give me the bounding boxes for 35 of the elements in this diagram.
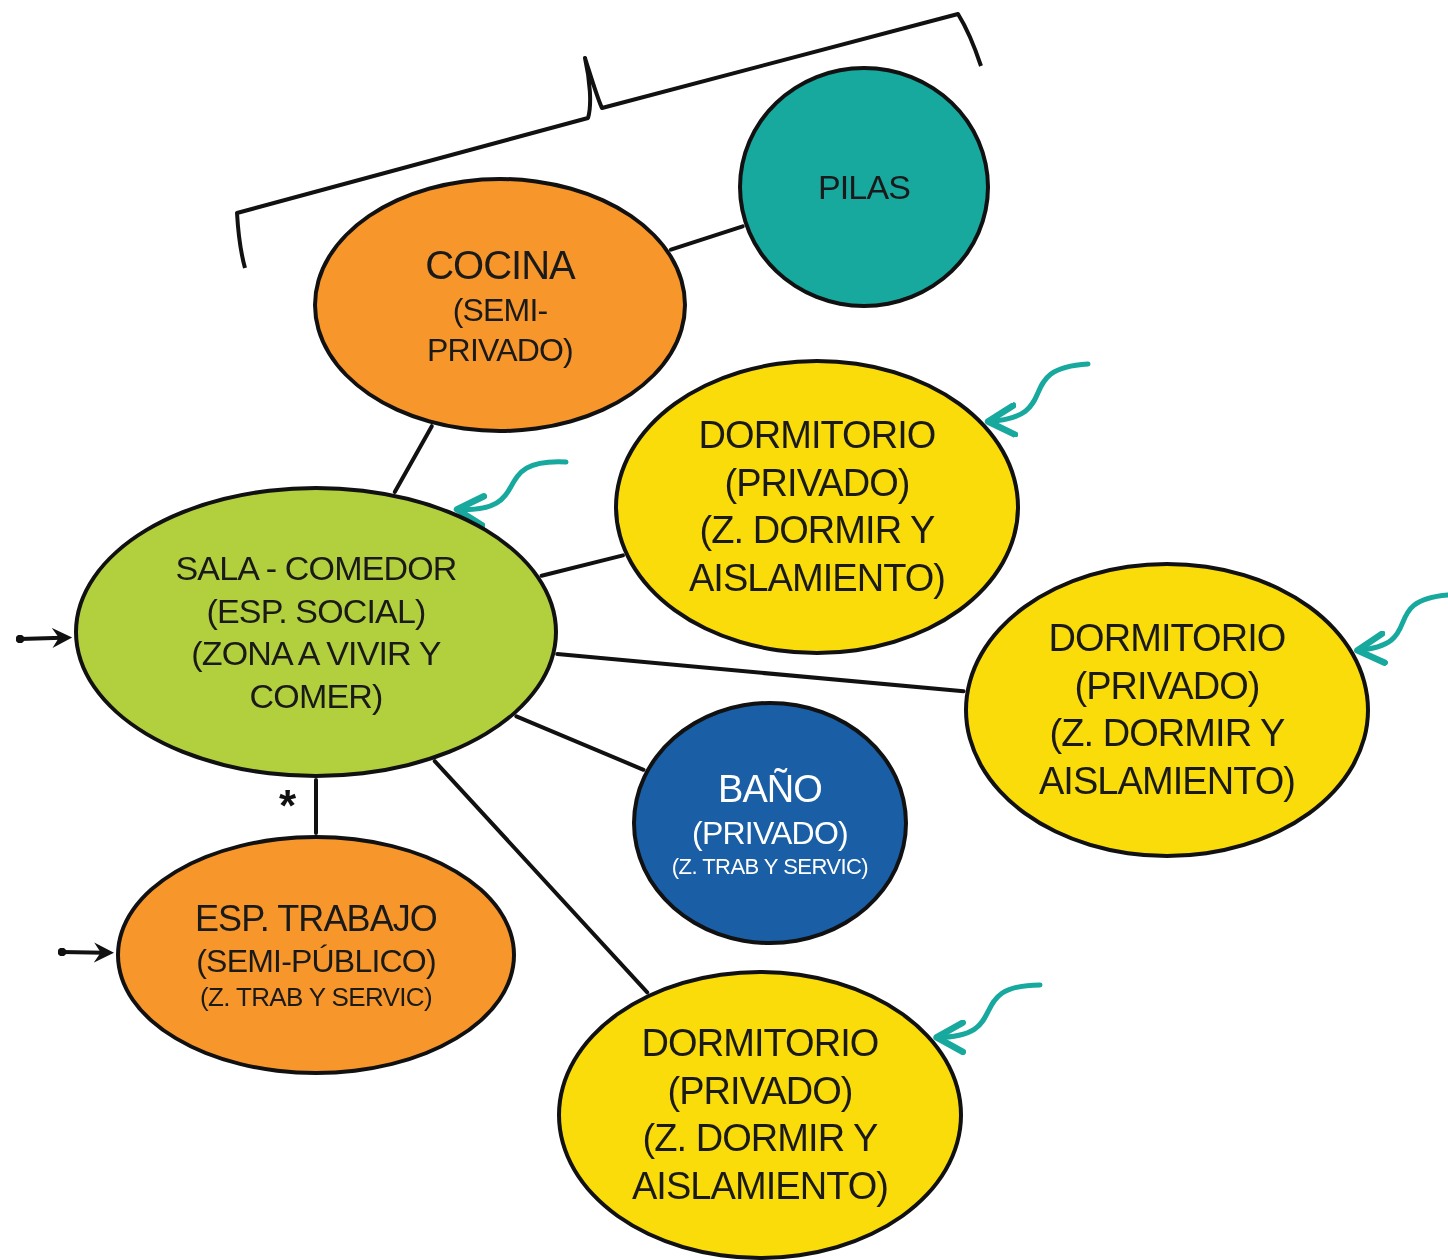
node-text: DORMITORIO bbox=[641, 1021, 879, 1066]
entry-arrow bbox=[57, 942, 115, 963]
wavy-arrow bbox=[933, 982, 1043, 1054]
node-text: (PRIVADO) bbox=[667, 1068, 853, 1114]
node-text: (PRIVADO) bbox=[692, 814, 848, 853]
node-text: (PRIVADO) bbox=[724, 460, 910, 506]
node-text: DORMITORIO bbox=[1048, 616, 1286, 661]
node-text: (SEMI- PRIVADO) bbox=[426, 291, 574, 370]
connector-line bbox=[555, 652, 966, 694]
node-text: COCINA bbox=[425, 242, 575, 289]
node-text: (Z. DORMIR Y AISLAMIENTO) bbox=[1037, 711, 1297, 804]
wavy-arrow bbox=[1354, 592, 1448, 665]
connector-line bbox=[514, 714, 646, 772]
node-text: (ESP. SOCIAL) bbox=[206, 590, 426, 632]
node-text: SALA - COMEDOR bbox=[175, 548, 457, 589]
asterisk-label: * bbox=[279, 784, 297, 828]
node-text: ESP. TRABAJO bbox=[195, 897, 437, 942]
node-text: BAÑO bbox=[718, 766, 822, 812]
node-text: (Z. TRAB Y SERVIC) bbox=[200, 981, 432, 1014]
connector-line bbox=[314, 778, 318, 835]
wavy-arrow bbox=[453, 459, 569, 527]
entry-arrow bbox=[15, 628, 73, 648]
wavy-arrow bbox=[984, 361, 1091, 437]
node-text: (PRIVADO) bbox=[1074, 663, 1260, 709]
node-text: PILAS bbox=[817, 166, 911, 208]
connector-line bbox=[668, 224, 745, 252]
node-text: (SEMI-PÚBLICO) bbox=[196, 942, 436, 982]
node-text: (Z. DORMIR Y AISLAMIENTO) bbox=[687, 508, 947, 601]
connector-line bbox=[539, 553, 625, 578]
node-text: DORMITORIO bbox=[698, 413, 936, 458]
node-text: (ZONA A VIVIR Y COMER) bbox=[190, 633, 442, 717]
connector-line bbox=[392, 424, 434, 494]
node-text: (Z. TRAB Y SERVIC) bbox=[671, 853, 869, 881]
node-text: (Z. DORMIR Y AISLAMIENTO) bbox=[630, 1116, 890, 1209]
connector-line bbox=[432, 759, 650, 995]
